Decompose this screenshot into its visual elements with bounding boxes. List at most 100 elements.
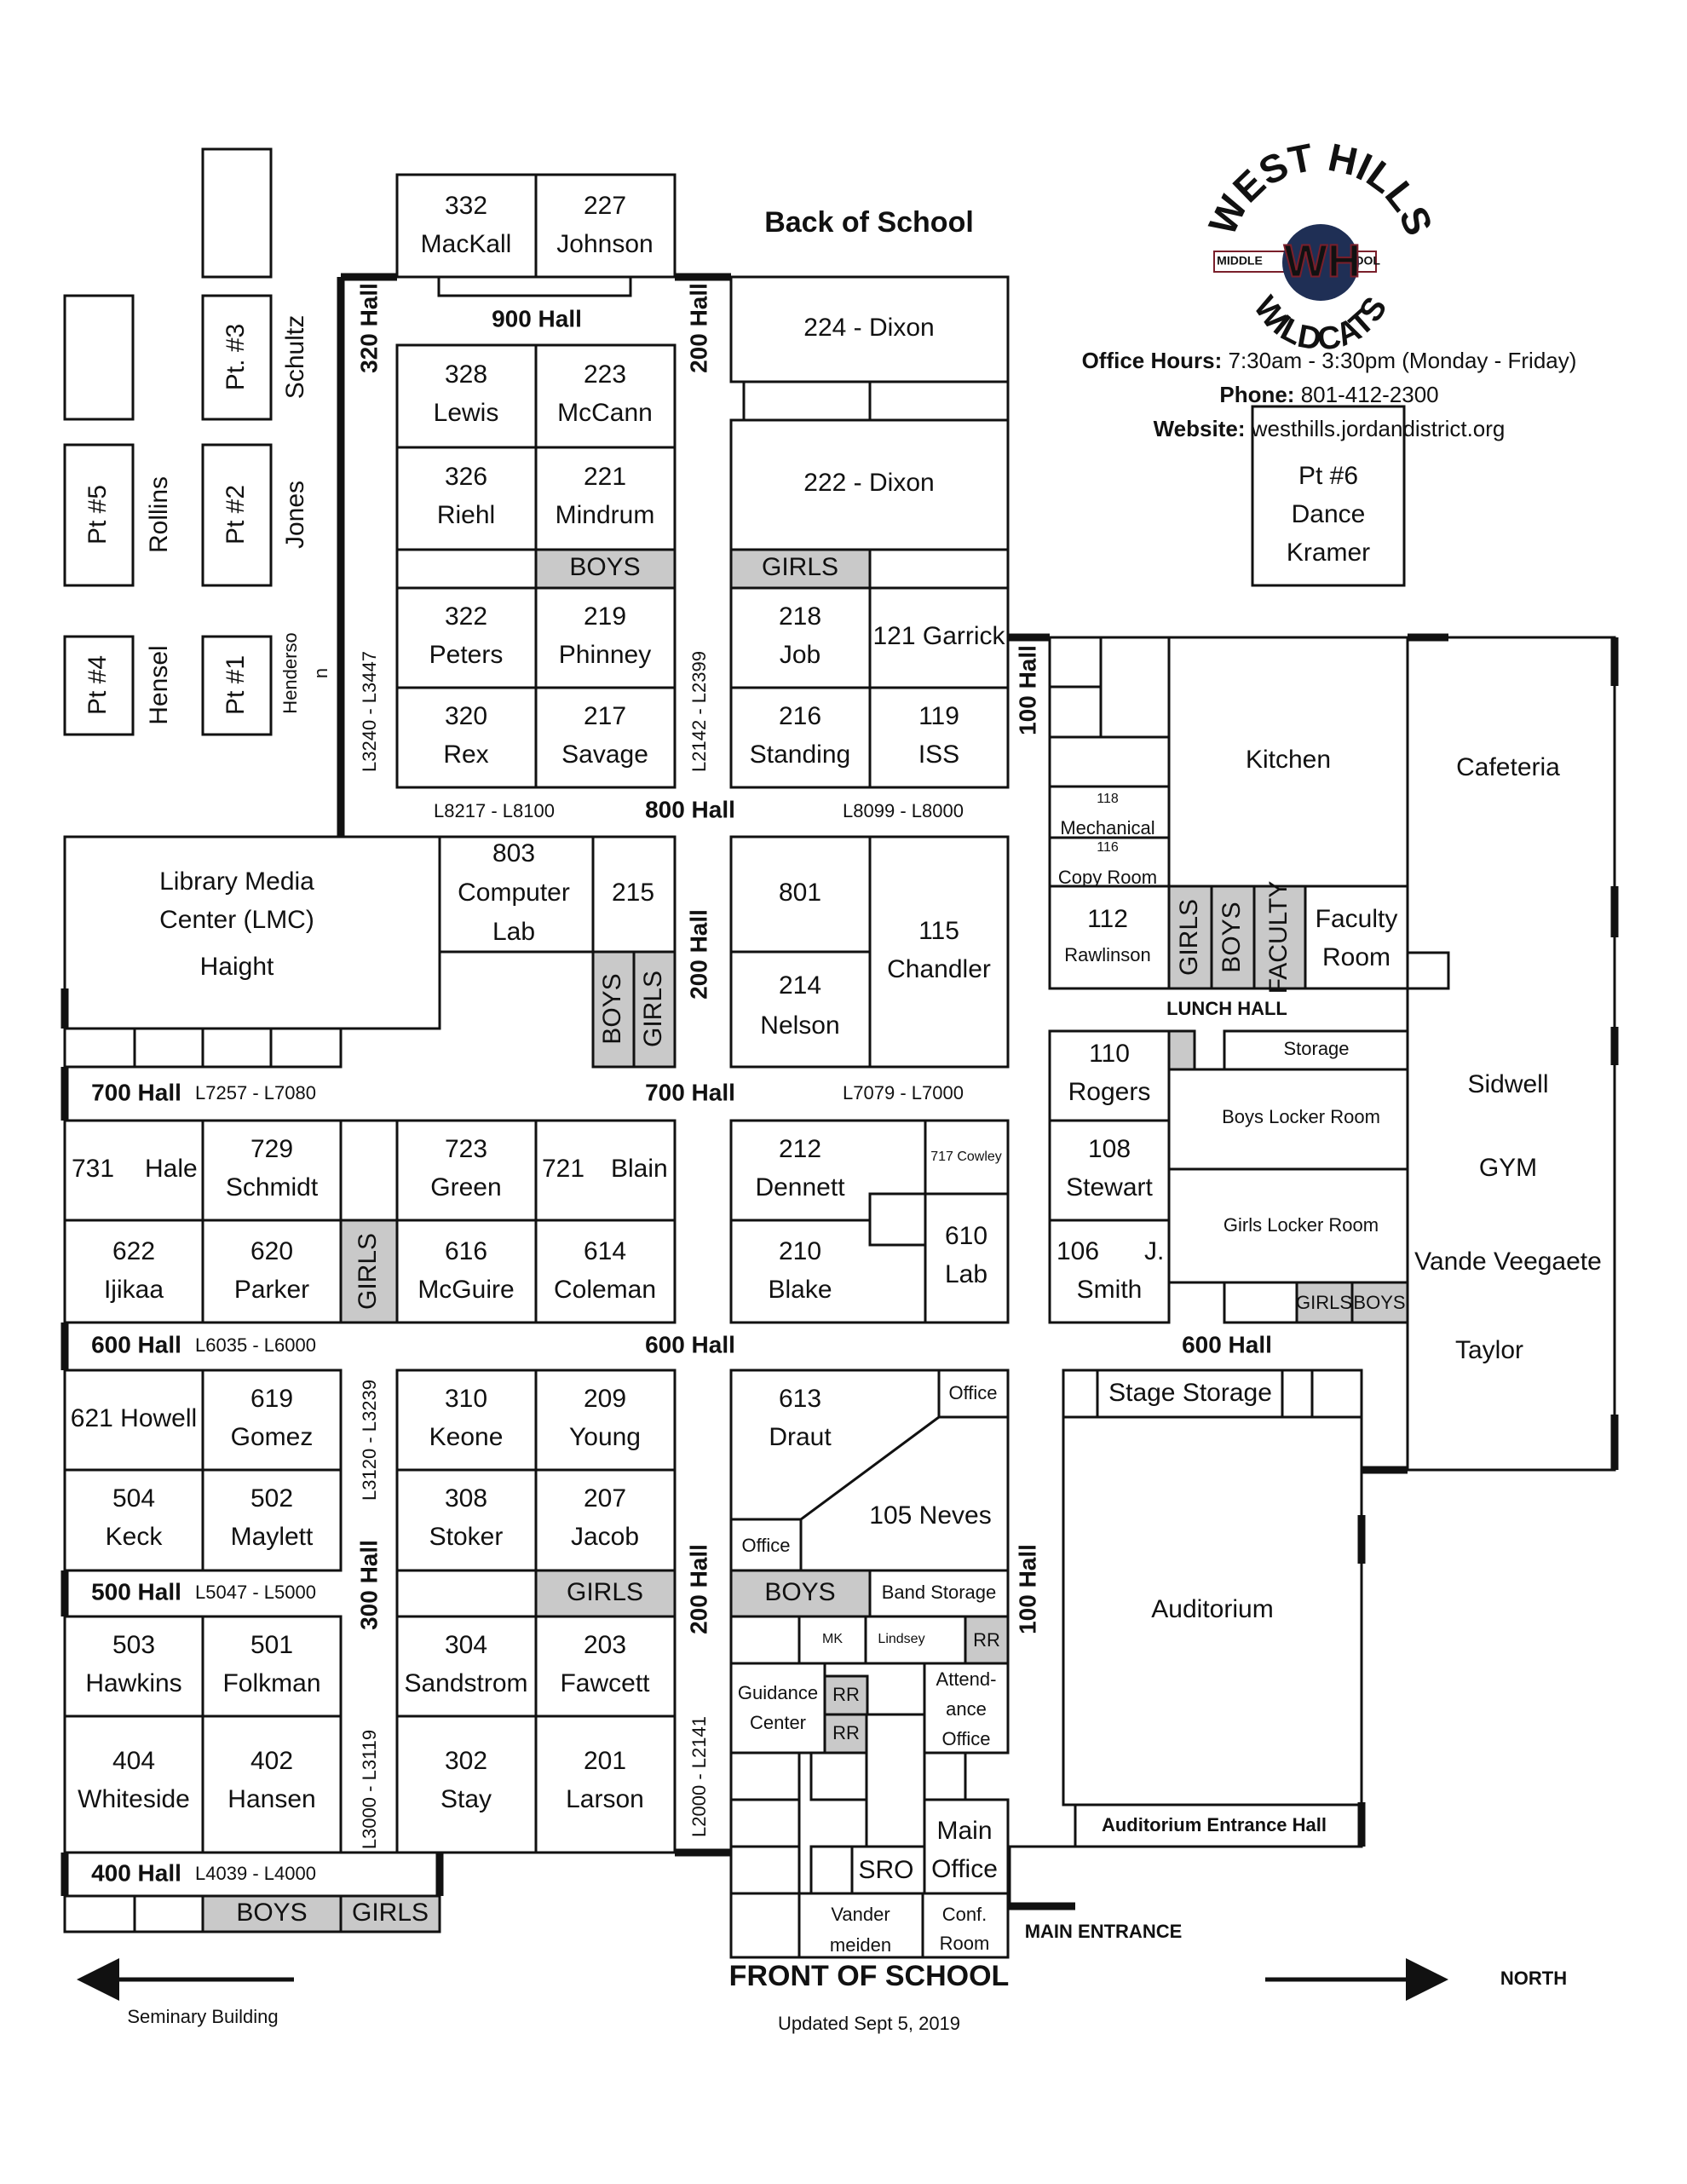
svg-text:BOYS: BOYS (598, 973, 626, 1044)
svg-text:Faculty: Faculty (1316, 905, 1398, 933)
svg-text:227: 227 (584, 192, 626, 220)
block-lower-300-200: 310 Keone 209 Young 308 Stoker 207 Jacob… (395, 1369, 711, 1854)
jones-label: Jones (281, 481, 309, 549)
block-office: Office Office 613 Draut 105 Neves BOYS B… (729, 1369, 1040, 1959)
hall-700-label-center: 700 Hall (645, 1079, 735, 1105)
svg-text:Fawcett: Fawcett (560, 1669, 650, 1697)
svg-text:209: 209 (584, 1385, 626, 1413)
svg-text:Rogers: Rogers (1068, 1078, 1151, 1106)
svg-text:Blain: Blain (611, 1155, 668, 1183)
svg-text:BOYS: BOYS (1218, 902, 1246, 972)
hall-600-label-left: 600 Hall (91, 1331, 181, 1357)
svg-text:Office: Office (941, 1728, 990, 1749)
block-700-600: 731 Hale 729 Schmidt 723 Green 721 Blain… (63, 1119, 1010, 1324)
svg-text:Savage: Savage (561, 740, 648, 769)
svg-text:Green: Green (430, 1173, 501, 1201)
auditorium-entrance-hall-label: Auditorium Entrance Hall (1102, 1814, 1327, 1835)
svg-text:218: 218 (779, 602, 821, 631)
hall-400-label: 400 Hall (91, 1859, 181, 1886)
svg-text:121 Garrick: 121 Garrick (872, 622, 1005, 650)
svg-text:801: 801 (779, 879, 821, 907)
svg-text:503: 503 (112, 1631, 155, 1659)
svg-text:ance: ance (946, 1698, 987, 1720)
hall-200-label-top: 200 Hall (685, 283, 711, 373)
svg-text:119: 119 (918, 702, 959, 730)
svg-text:Mechanical: Mechanical (1060, 817, 1154, 838)
svg-text:620: 620 (250, 1237, 293, 1265)
svg-text:322: 322 (445, 602, 487, 631)
svg-text:118: 118 (1097, 792, 1119, 806)
updated-date: Updated Sept 5, 2019 (778, 2013, 960, 2034)
svg-text:Rawlinson: Rawlinson (1064, 944, 1151, 965)
pt3-label: Pt. #3 (222, 324, 250, 390)
svg-text:Folkman: Folkman (222, 1669, 320, 1697)
svg-text:Pt #6: Pt #6 (1298, 462, 1358, 490)
website-link[interactable]: westhills.jordandistrict.org (1251, 416, 1506, 441)
portable-6 (1251, 405, 1406, 587)
svg-text:216: 216 (779, 702, 821, 730)
svg-text:Boys Locker Room: Boys Locker Room (1222, 1106, 1380, 1127)
portable-4 (63, 635, 135, 736)
svg-text:215: 215 (612, 879, 654, 907)
block-library-800: Library Media Center (LMC) Haight 803 Co… (63, 835, 1010, 1069)
svg-text:L7257 - L7080: L7257 - L7080 (195, 1082, 316, 1104)
logo-monogram: WH (1284, 235, 1361, 286)
svg-text:L8217 - L8100: L8217 - L8100 (434, 800, 555, 821)
heavy-walls (60, 273, 1619, 1932)
svg-text:223: 223 (584, 360, 626, 389)
svg-text:Blake: Blake (768, 1276, 832, 1304)
svg-text:Vander: Vander (831, 1904, 890, 1925)
pt5-label: Pt #5 (83, 485, 112, 545)
svg-text:Cafeteria: Cafeteria (1456, 753, 1560, 781)
svg-text:Chandler: Chandler (887, 955, 991, 983)
svg-text:Room: Room (1322, 943, 1390, 971)
svg-text:McCann: McCann (557, 399, 653, 427)
svg-text:L7079 - L7000: L7079 - L7000 (843, 1082, 964, 1104)
block-900-300: 332 MacKall 227 Johnson 900 Hall 328 Lew… (355, 173, 677, 789)
svg-text:328: 328 (445, 360, 487, 389)
svg-text:L2142 - L2399: L2142 - L2399 (688, 651, 710, 772)
svg-text:Rex: Rex (443, 740, 488, 769)
svg-text:Lewis: Lewis (434, 399, 499, 427)
svg-text:Keone: Keone (429, 1423, 504, 1451)
svg-text:Jacob: Jacob (571, 1523, 639, 1551)
svg-text:Office: Office (741, 1535, 790, 1556)
svg-text:GIRLS: GIRLS (567, 1578, 643, 1606)
svg-text:621 Howell: 621 Howell (71, 1404, 197, 1432)
block-auditorium: Stage Storage Auditorium Auditorium Entr… (1008, 1369, 1363, 1942)
boys-restroom-900: BOYS (569, 553, 640, 581)
portable-3 (201, 294, 273, 421)
svg-text:105 Neves: 105 Neves (869, 1501, 991, 1530)
svg-text:108: 108 (1088, 1135, 1131, 1163)
svg-text:Draut: Draut (769, 1423, 832, 1451)
svg-text:332: 332 (445, 192, 487, 220)
svg-text:Job: Job (780, 641, 820, 669)
svg-text:L3000 - L3119: L3000 - L3119 (359, 1730, 380, 1849)
svg-text:RR: RR (973, 1629, 1000, 1651)
svg-text:BOYS: BOYS (1353, 1292, 1405, 1313)
svg-text:Hawkins: Hawkins (85, 1669, 181, 1697)
svg-text:Room: Room (940, 1933, 990, 1954)
svg-text:214: 214 (779, 971, 821, 1000)
svg-text:Computer: Computer (458, 879, 570, 907)
svg-text:106: 106 (1057, 1237, 1099, 1265)
svg-text:GIRLS: GIRLS (1175, 899, 1203, 976)
svg-text:Gomez: Gomez (231, 1423, 314, 1451)
portable-1 (201, 635, 273, 736)
hall-600-label-center: 600 Hall (645, 1331, 735, 1357)
svg-text:Ijikaa: Ijikaa (104, 1276, 164, 1304)
seminary-label: Seminary Building (127, 2006, 278, 2027)
girls-restroom-200: GIRLS (762, 553, 838, 581)
svg-text:221: 221 (584, 463, 626, 491)
schultz-label: Schultz (281, 315, 309, 399)
svg-text:721: 721 (542, 1155, 584, 1183)
svg-text:203: 203 (584, 1631, 626, 1659)
svg-text:Mindrum: Mindrum (556, 501, 655, 529)
svg-text:717 Cowley: 717 Cowley (930, 1150, 1002, 1164)
svg-text:610: 610 (945, 1222, 987, 1250)
hall-900-label: 900 Hall (492, 305, 582, 331)
hall-200-label-bottom: 200 Hall (685, 1544, 711, 1634)
hall-100-label-top: 100 Hall (1014, 645, 1040, 735)
svg-text:BOYS: BOYS (764, 1578, 835, 1606)
svg-text:116: 116 (1097, 840, 1119, 855)
